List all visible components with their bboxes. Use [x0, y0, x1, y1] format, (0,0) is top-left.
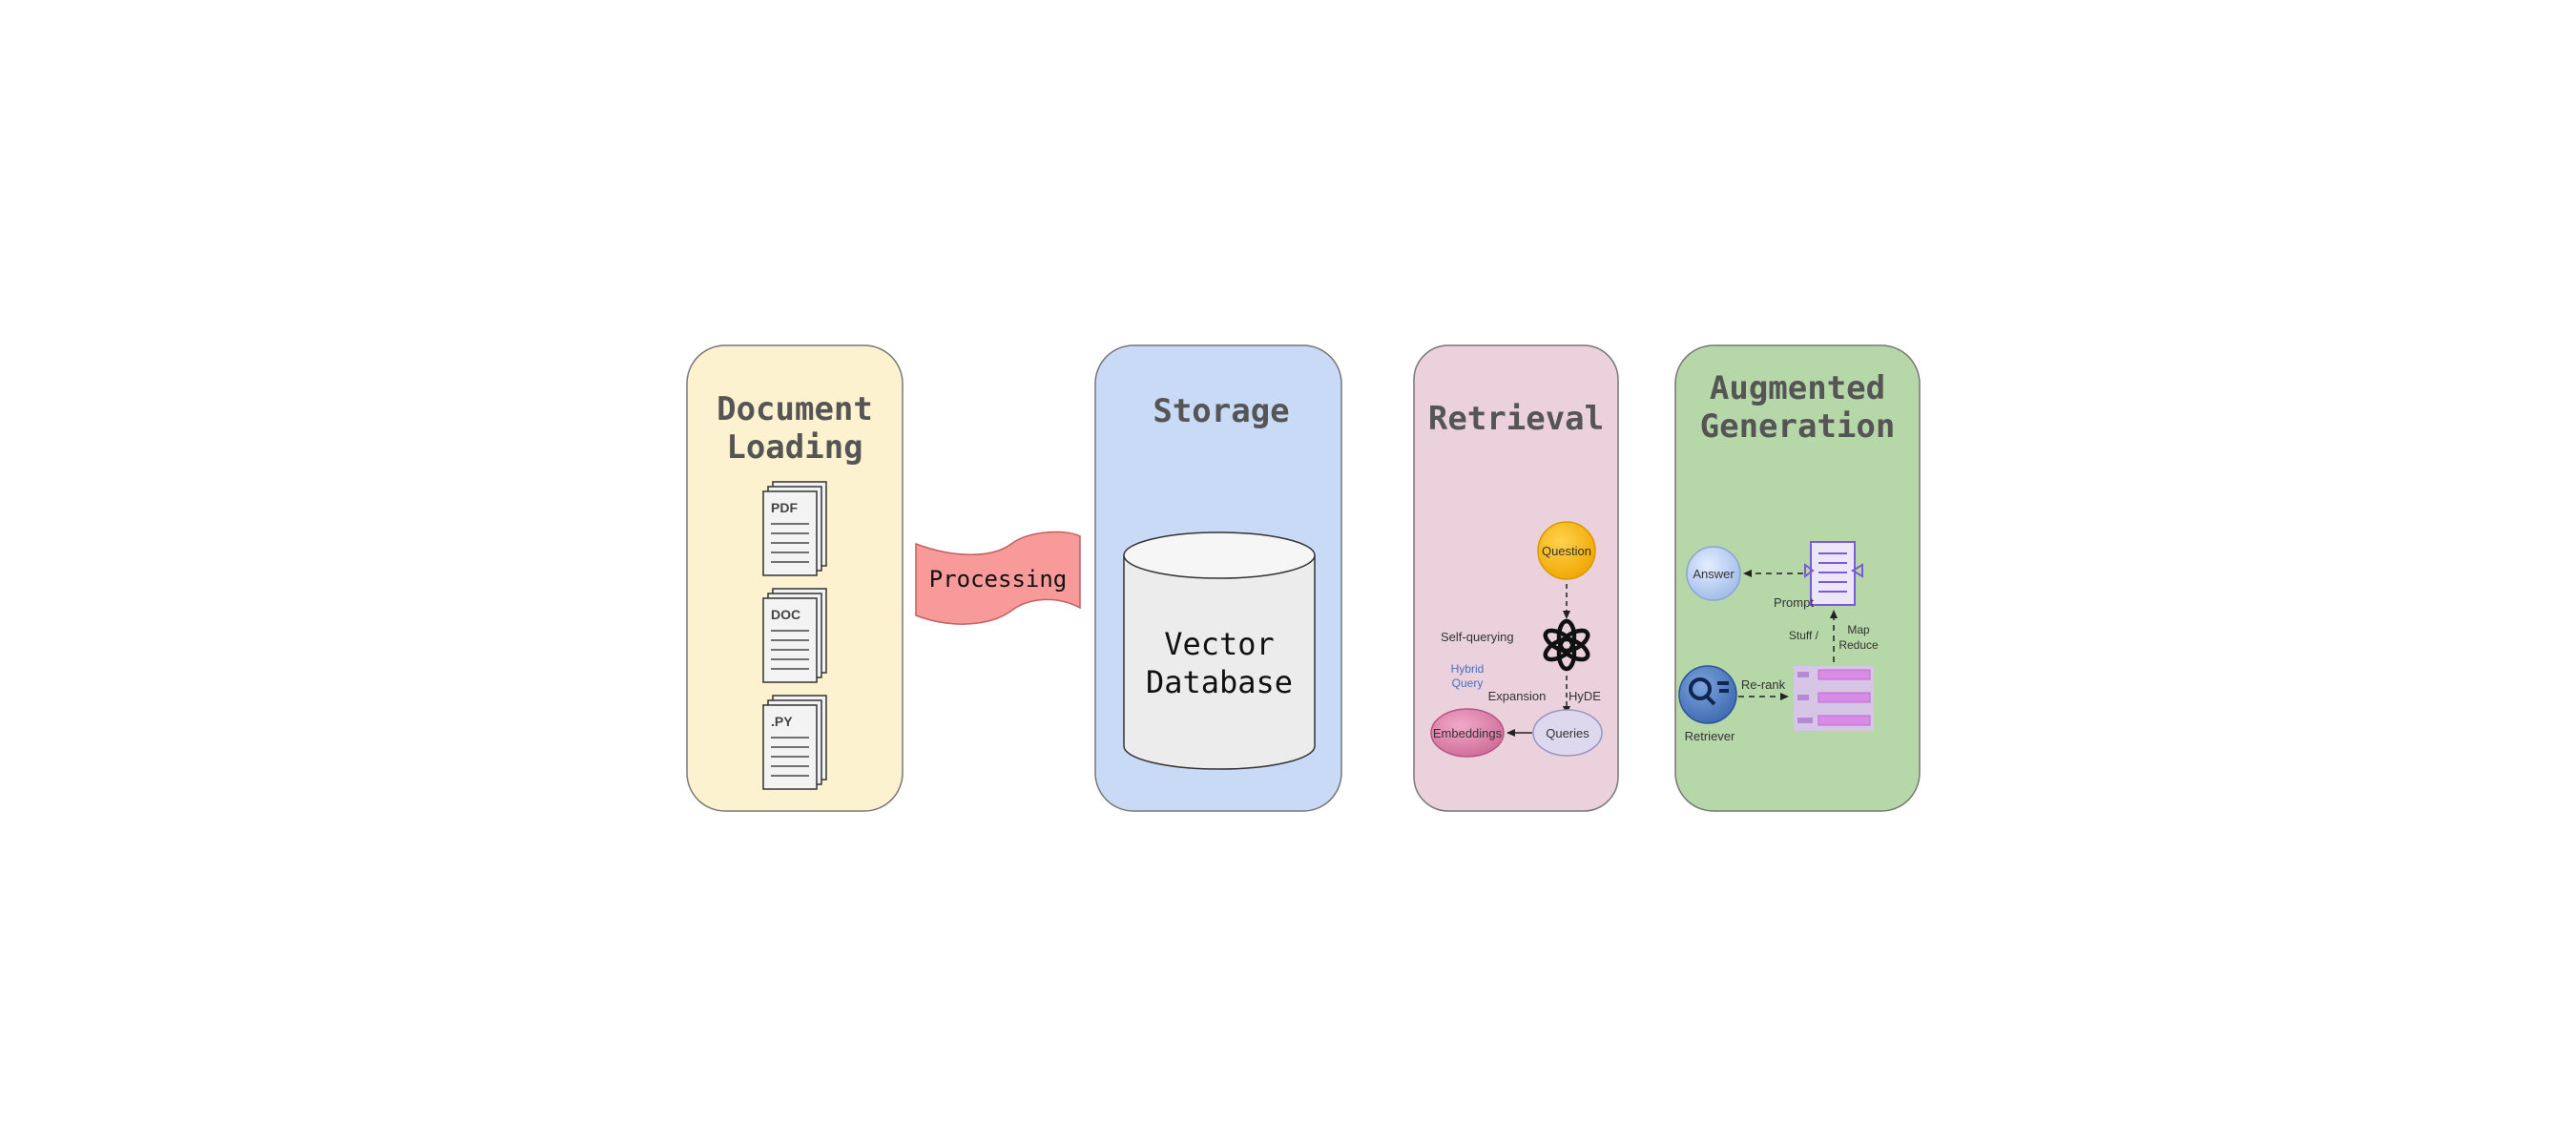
py-label: .PY [771, 714, 793, 729]
retrieval-title: Retrieval [1428, 400, 1604, 438]
hyde-label: HyDE [1568, 689, 1601, 703]
queries-node [1532, 709, 1603, 757]
stuff-label: Stuff / [1789, 629, 1819, 642]
processing-label: Processing [929, 566, 1068, 593]
storage-panel: Storage Vector Database [1094, 344, 1342, 812]
pdf-document-icon: PDF [762, 481, 827, 576]
ranked-list-icon [1794, 666, 1874, 731]
rerank-label: Re-rank [1741, 677, 1786, 692]
answer-label: Answer [1693, 567, 1735, 581]
retriever-label: Retriever [1685, 729, 1735, 743]
queries-label: Queries [1546, 726, 1589, 740]
embeddings-label: Embeddings [1433, 726, 1503, 740]
augmented-generation-panel: Augmented Generation Answer Prompt Stuff… [1674, 344, 1921, 812]
document-loading-background [686, 344, 904, 812]
vector-database-label-line2: Database [1146, 664, 1293, 700]
processing-step: Processing [915, 531, 1081, 625]
question-label: Question [1542, 544, 1591, 558]
retriever-search-icon [1689, 677, 1729, 706]
embeddings-node [1430, 708, 1505, 758]
prompt-label: Prompt [1774, 595, 1814, 610]
vector-database-cylinder: Vector Database [1123, 531, 1316, 770]
self-querying-label: Self-querying [1441, 630, 1514, 644]
expansion-label: Expansion [1488, 689, 1547, 703]
doc-document-icon: DOC [762, 588, 827, 683]
retrieval-panel: Retrieval Question Self-querying Hybrid … [1413, 344, 1619, 812]
document-loading-title-line1: Document [717, 390, 873, 428]
py-document-icon: .PY [762, 695, 827, 790]
augmented-generation-title-line2: Generation [1700, 407, 1896, 446]
document-loading-panel: Document Loading PDF DOC .PY [686, 344, 904, 812]
storage-title: Storage [1153, 392, 1289, 430]
hybrid-query-label-line1: Hybrid [1451, 662, 1485, 676]
pdf-label: PDF [771, 500, 798, 515]
map-label: Map [1847, 623, 1870, 636]
doc-label: DOC [771, 607, 800, 622]
augmented-generation-title-line1: Augmented [1710, 369, 1885, 407]
prompt-document-icon [1804, 541, 1863, 606]
openai-logo-icon [1543, 618, 1590, 672]
processing-shape [915, 531, 1081, 625]
answer-node [1686, 546, 1741, 601]
vector-database-label-line1: Vector [1164, 626, 1275, 662]
question-node [1537, 521, 1596, 580]
hybrid-query-label-line2: Query [1452, 677, 1484, 690]
document-loading-title-line2: Loading [726, 428, 862, 467]
reduce-label: Reduce [1839, 638, 1879, 652]
